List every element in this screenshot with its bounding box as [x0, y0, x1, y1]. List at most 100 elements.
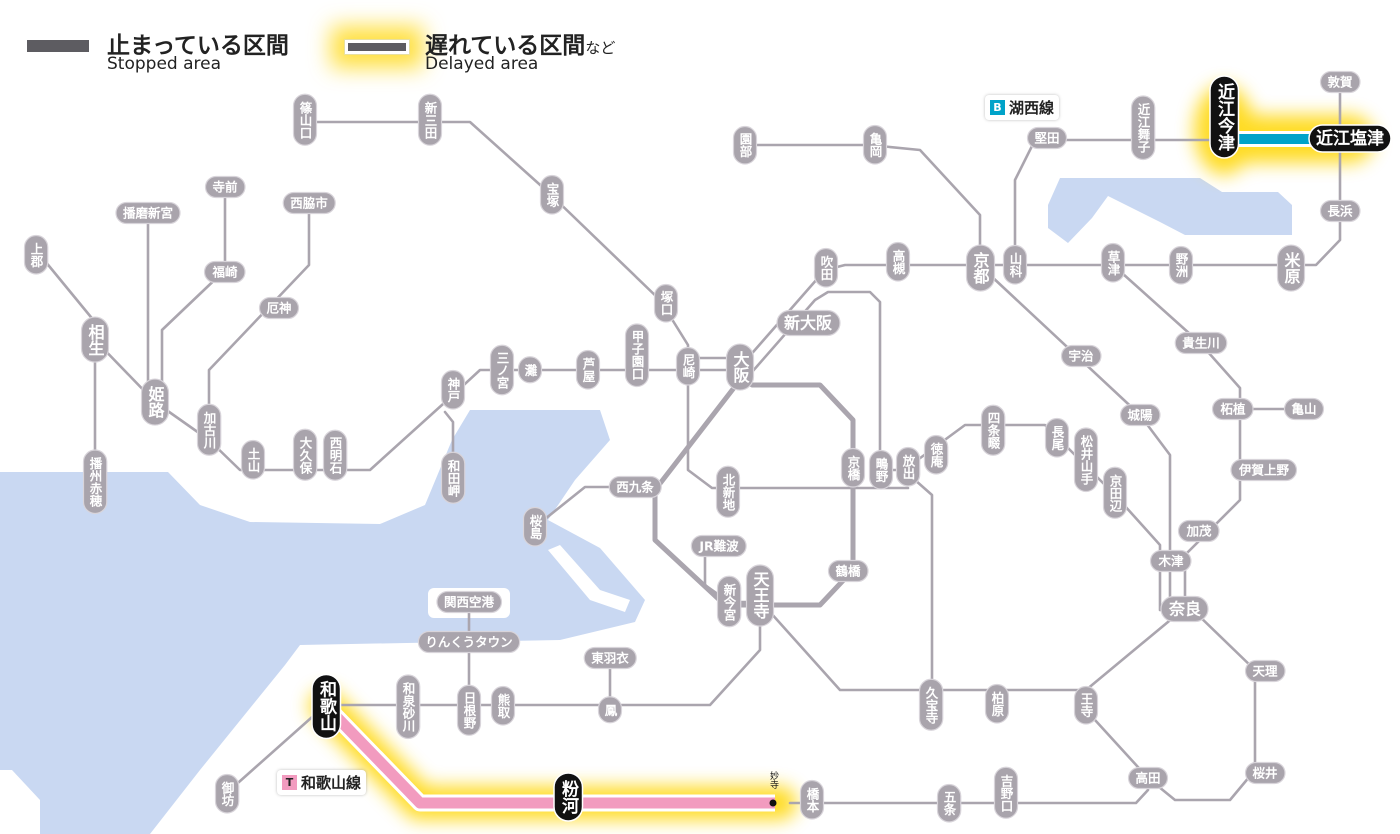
station-yoshinoguchi[interactable]: 吉野口: [993, 766, 1019, 819]
station-suita[interactable]: 吹田: [813, 247, 839, 288]
station-shinosaka[interactable]: 新大阪: [776, 309, 841, 337]
station-harimashingu[interactable]: 播磨新宮: [115, 201, 181, 225]
station-kitashinchi[interactable]: 北新地: [715, 465, 741, 518]
station-label: 新今宮: [722, 582, 737, 621]
station-kyuhoji[interactable]: 久宝寺: [918, 678, 944, 731]
station-kansaikuko[interactable]: 関西空港: [436, 590, 503, 614]
station-kyobashi[interactable]: 京橋: [840, 447, 866, 488]
station-sonobe[interactable]: 園部: [732, 125, 758, 165]
station-kusatsu[interactable]: 草津: [1100, 242, 1126, 283]
station-tsuruga[interactable]: 敦賀: [1319, 70, 1361, 94]
station-hanaten[interactable]: 放出: [895, 446, 921, 487]
station-takatsuki[interactable]: 高槻: [885, 241, 911, 282]
station-fukusaki[interactable]: 福崎: [203, 260, 246, 284]
station-kakogawa[interactable]: 加古川: [196, 403, 222, 456]
station-label: 加古川: [202, 410, 217, 449]
station-kyotanabe[interactable]: 京田辺: [1102, 466, 1128, 519]
station-shinimamiya[interactable]: 新今宮: [716, 575, 742, 628]
station-myoji-label[interactable]: 妙寺: [768, 770, 779, 789]
station-nishiakashi[interactable]: 西明石: [322, 429, 348, 481]
station-kamo[interactable]: 加茂: [1177, 519, 1220, 543]
station-kamigori[interactable]: 上郡: [23, 234, 49, 275]
station-label: 北新地: [721, 472, 736, 511]
station-takada[interactable]: 高田: [1127, 766, 1169, 790]
station-sasayamaguchi[interactable]: 篠山口: [292, 93, 318, 146]
station-sakurajima[interactable]: 桜島: [522, 506, 548, 547]
station-himeji[interactable]: 姫路: [140, 378, 170, 426]
station-nada[interactable]: 灘: [517, 356, 543, 384]
station-takarazuka[interactable]: 宝塚: [539, 174, 565, 215]
station-wadamisaki[interactable]: 和田岬: [440, 451, 466, 504]
station-omiimazu[interactable]: 近江今津: [1209, 75, 1240, 159]
station-nagahama[interactable]: 長浜: [1319, 199, 1361, 223]
station-tenri[interactable]: 天理: [1244, 659, 1286, 683]
station-gobo[interactable]: 御坊: [214, 773, 240, 814]
station-tennoji[interactable]: 天王寺: [745, 564, 775, 627]
station-oji[interactable]: 王寺: [1073, 685, 1099, 725]
station-yamashina[interactable]: 山科: [1002, 244, 1028, 285]
station-rinkutown[interactable]: りんくうタウン: [417, 630, 521, 654]
station-hashimoto[interactable]: 橋本: [799, 779, 825, 820]
station-shigino[interactable]: 鴫野: [868, 449, 894, 490]
station-hineno[interactable]: 日根野: [456, 684, 482, 736]
station-label: 東羽衣: [591, 651, 629, 666]
station-tsuchiyama[interactable]: 土山: [240, 439, 266, 480]
station-tsuge[interactable]: 柘植: [1211, 397, 1254, 421]
station-sannomiya[interactable]: 三ノ宮: [489, 344, 515, 396]
station-aioi[interactable]: 相生: [80, 316, 110, 363]
station-kameoka[interactable]: 亀岡: [862, 124, 888, 165]
station-uji[interactable]: 宇治: [1060, 344, 1102, 368]
station-nishiwakishi[interactable]: 西脇市: [282, 191, 336, 215]
station-katata[interactable]: 堅田: [1026, 126, 1068, 150]
station-kizu[interactable]: 木津: [1149, 549, 1192, 573]
station-label: 米原: [1282, 251, 1301, 285]
station-tsuruhashi[interactable]: 鶴橋: [827, 559, 869, 583]
station-label: 播磨新宮: [123, 206, 173, 221]
station-ashiya[interactable]: 芦屋: [575, 349, 601, 390]
station-otori[interactable]: 鳳: [597, 696, 623, 724]
station-kashiwara[interactable]: 柏原: [984, 683, 1010, 724]
station-kobe[interactable]: 神戸: [440, 369, 466, 410]
station-label: 野洲: [1174, 253, 1189, 279]
station-label: 新大阪: [784, 314, 833, 333]
station-wakayama[interactable]: 和歌山: [311, 673, 342, 740]
station-shinsanda[interactable]: 新三田: [417, 93, 443, 146]
station-sakurai[interactable]: 桜井: [1244, 761, 1286, 785]
station-label: 新三田: [423, 100, 438, 139]
station-omimaiko[interactable]: 近江舞子: [1130, 95, 1156, 161]
station-nagao[interactable]: 長尾: [1044, 417, 1070, 458]
station-label: 高槻: [891, 249, 906, 276]
station-yasu[interactable]: 野洲: [1168, 245, 1194, 285]
station-nishikujo[interactable]: 西九条: [608, 475, 662, 499]
station-nara[interactable]: 奈良: [1160, 595, 1209, 623]
station-higashihagoromo[interactable]: 東羽衣: [583, 646, 637, 670]
station-igaueno[interactable]: 伊賀上野: [1230, 458, 1298, 482]
station-kokawa[interactable]: 粉河: [553, 772, 584, 822]
station-joyo[interactable]: 城陽: [1119, 403, 1161, 427]
station-maibara[interactable]: 米原: [1276, 244, 1306, 292]
station-amagasaki[interactable]: 尼崎: [675, 346, 701, 386]
station-shijonawate[interactable]: 四条畷: [980, 404, 1006, 456]
station-kibukawa[interactable]: 貴生川: [1174, 331, 1228, 355]
station-label: 甲子園口: [630, 330, 645, 381]
station-label: 松井山手: [1079, 434, 1094, 486]
station-teramae[interactable]: 寺前: [204, 175, 246, 199]
station-okubo[interactable]: 大久保: [292, 428, 318, 481]
station-izumisunagawa[interactable]: 和泉砂川: [395, 674, 421, 740]
wakayama-line-label[interactable]: T 和歌山線: [277, 770, 367, 795]
station-koshienguchi[interactable]: 甲子園口: [624, 323, 650, 388]
station-tokuan[interactable]: 徳庵: [923, 434, 949, 475]
station-kumatori[interactable]: 熊取: [490, 685, 516, 726]
station-matsuiyamate[interactable]: 松井山手: [1073, 427, 1099, 493]
kosei-line-label[interactable]: B 湖西線: [985, 95, 1060, 120]
station-kameyama[interactable]: 亀山: [1283, 397, 1325, 421]
station-gojo[interactable]: 五条: [936, 783, 962, 823]
wakayama-line-delayed-fill[interactable]: [322, 702, 775, 809]
station-omishiotsu[interactable]: 近江塩津: [1308, 124, 1392, 153]
station-banshuako[interactable]: 播州赤穂: [82, 449, 108, 515]
station-yakujin[interactable]: 厄神: [258, 296, 300, 320]
station-tsukaguchi[interactable]: 塚口: [653, 283, 679, 323]
station-osaka[interactable]: 大阪: [725, 343, 755, 391]
station-jrnamba[interactable]: JR難波: [690, 534, 747, 558]
station-kyoto[interactable]: 京都: [965, 244, 996, 292]
